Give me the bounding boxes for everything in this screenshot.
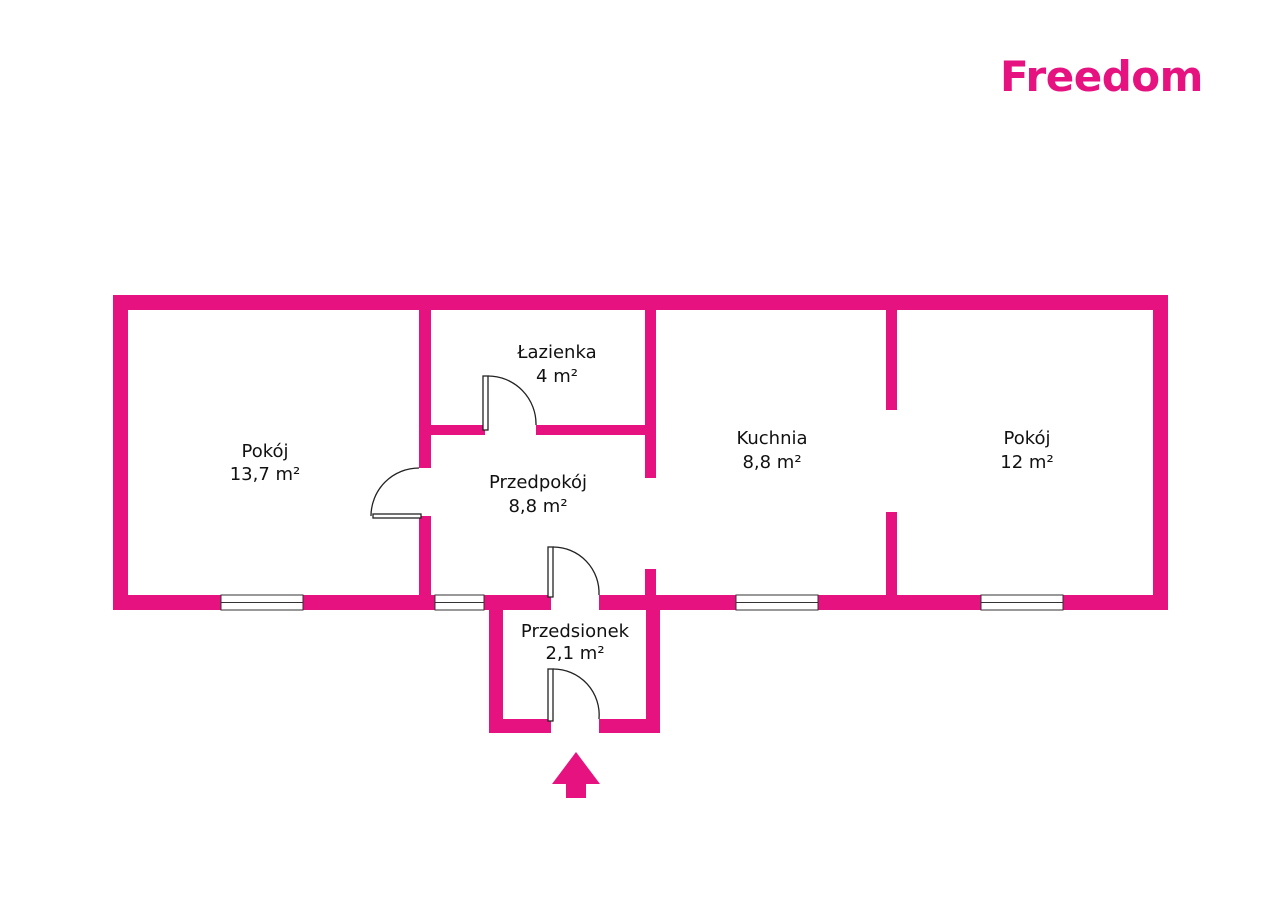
window bbox=[980, 594, 1064, 611]
room-name-hallway: Przedpokój bbox=[489, 472, 587, 493]
room-area-bathroom: 4 m² bbox=[536, 366, 578, 387]
wall-kitchen-right-upper bbox=[886, 295, 897, 410]
wall-left bbox=[113, 295, 128, 610]
window bbox=[735, 594, 819, 611]
wall-bottom-4 bbox=[599, 595, 736, 610]
wall-left-room-right-upper bbox=[419, 295, 431, 468]
room-name-right-room: Pokój bbox=[1003, 428, 1050, 449]
room-area-right-room: 12 m² bbox=[1000, 452, 1053, 473]
wall-vestibule-bottom-2 bbox=[599, 719, 660, 733]
wall-vestibule-bottom-1 bbox=[489, 719, 551, 733]
wall-right bbox=[1153, 295, 1168, 610]
doors bbox=[370, 375, 600, 722]
room-name-bathroom: Łazienka bbox=[516, 342, 596, 363]
wall-bottom-2 bbox=[303, 595, 435, 610]
wall-top bbox=[113, 295, 1168, 310]
entrance-arrow-icon bbox=[552, 752, 600, 798]
walls bbox=[113, 295, 1168, 733]
wall-bottom-1 bbox=[113, 595, 221, 610]
door-entrance bbox=[547, 668, 600, 722]
wall-kitchen-stub bbox=[645, 569, 656, 610]
brand-logo: Freedom bbox=[1000, 52, 1203, 101]
wall-bathroom-bottom-1 bbox=[419, 425, 485, 435]
room-labels: Pokój 13,7 m² Łazienka 4 m² Przedpokój 8… bbox=[230, 342, 1054, 664]
room-area-kitchen: 8,8 m² bbox=[742, 452, 801, 473]
wall-kitchen-right-lower bbox=[886, 512, 897, 610]
room-name-left-room: Pokój bbox=[241, 441, 288, 462]
room-area-hallway: 8,8 m² bbox=[508, 496, 567, 517]
window bbox=[434, 594, 485, 611]
door-hall bbox=[547, 546, 600, 598]
wall-bathroom-bottom-2 bbox=[536, 425, 656, 435]
wall-left-room-right-lower bbox=[419, 516, 431, 610]
door-left-room bbox=[370, 467, 422, 519]
wall-bathroom-right bbox=[645, 295, 656, 478]
wall-bottom-5 bbox=[818, 595, 981, 610]
windows bbox=[220, 594, 1064, 611]
window bbox=[220, 594, 304, 611]
wall-vestibule-left bbox=[489, 595, 503, 733]
wall-vestibule-right bbox=[646, 595, 660, 733]
room-name-kitchen: Kuchnia bbox=[736, 428, 807, 449]
room-area-left-room: 13,7 m² bbox=[230, 464, 301, 485]
wall-bottom-6 bbox=[1063, 595, 1168, 610]
room-name-vestibule: Przedsionek bbox=[521, 621, 630, 642]
door-bathroom bbox=[482, 375, 537, 431]
room-area-vestibule: 2,1 m² bbox=[545, 643, 604, 664]
